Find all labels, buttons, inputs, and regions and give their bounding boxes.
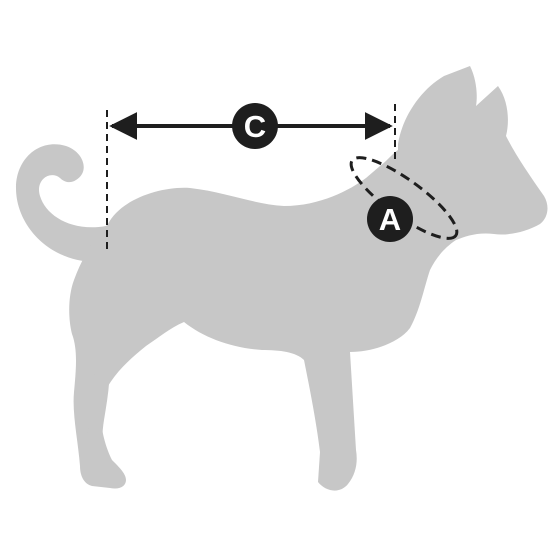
marker-a-badge bbox=[367, 196, 413, 242]
dog-body bbox=[69, 66, 548, 491]
marker-c-label: C bbox=[244, 109, 266, 144]
dog-tail bbox=[16, 144, 110, 262]
measurement-a: A bbox=[349, 156, 459, 242]
dog-far-hind-leg bbox=[85, 330, 110, 485]
marker-a-label: A bbox=[379, 202, 401, 237]
marker-c-badge bbox=[232, 103, 278, 149]
dog-silhouette bbox=[16, 66, 548, 491]
measurement-c: C bbox=[106, 103, 396, 254]
